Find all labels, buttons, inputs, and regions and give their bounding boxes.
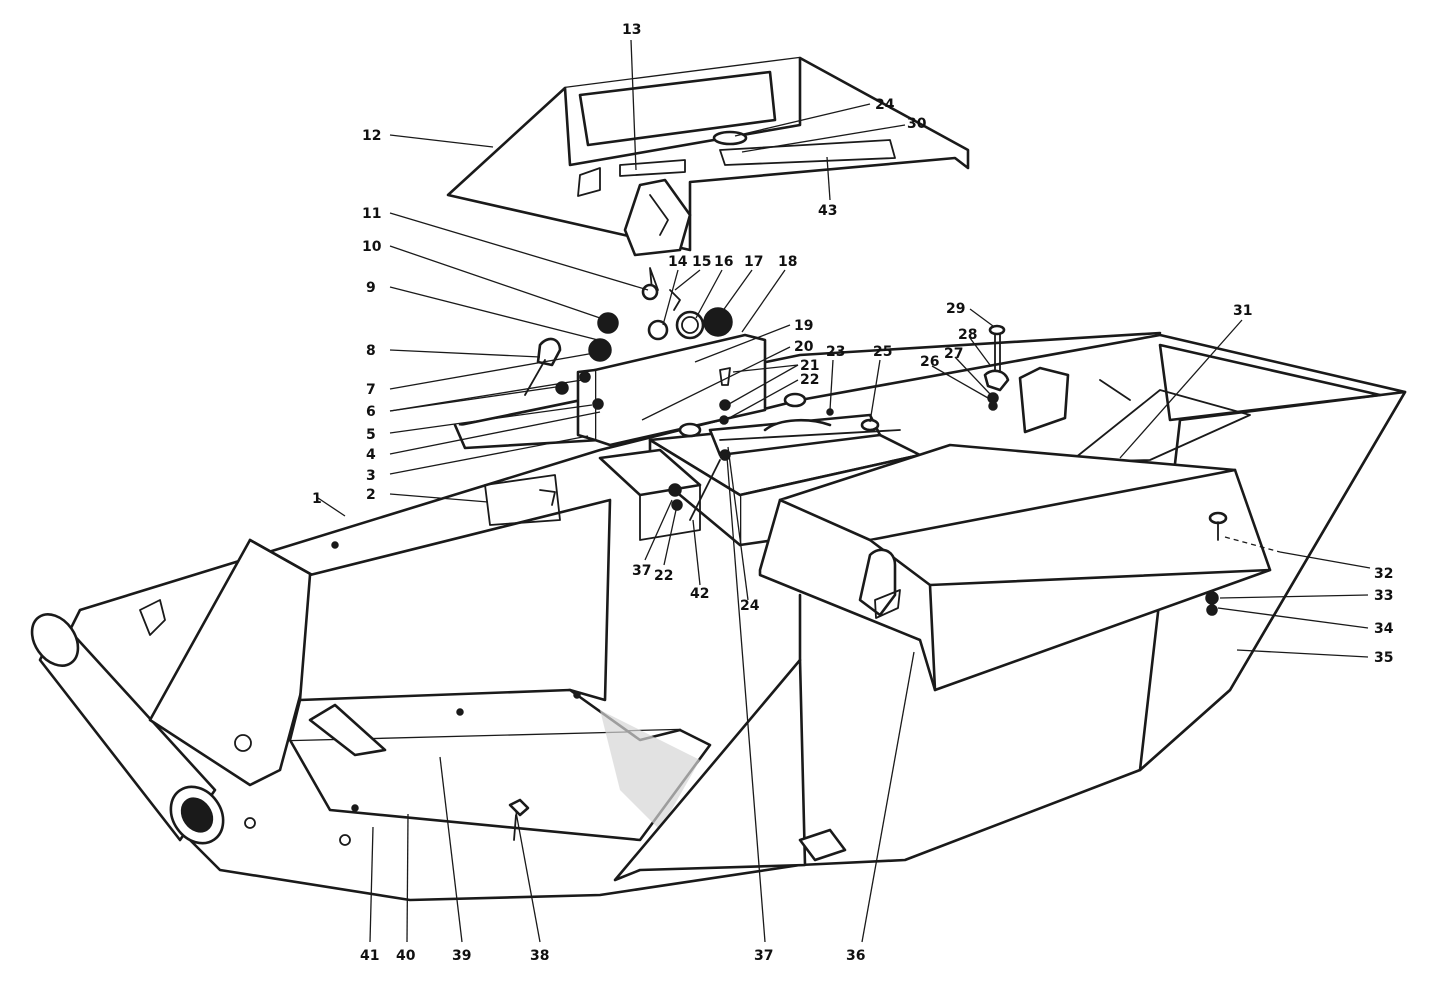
callout-34: 34 [1374,621,1394,637]
callout-32: 32 [1374,566,1393,582]
callout-16: 16 [714,254,733,270]
callout-42: 42 [690,586,709,602]
callout-5: 5 [366,427,376,443]
callout-18: 18 [778,254,797,270]
callout-26: 26 [920,354,939,370]
callout-labels: 1 2 3 4 5 6 7 8 9 10 11 12 13 14 15 16 1… [312,22,1394,964]
callout-13: 13 [622,22,641,38]
callout-19: 19 [794,318,813,334]
callout-30: 30 [907,116,927,132]
callout-35: 35 [1374,650,1393,666]
callout-12: 12 [362,128,381,144]
callout-6: 6 [366,404,376,420]
callout-40: 40 [396,948,416,964]
hinge-hardware [826,324,1010,416]
callout-20: 20 [794,339,814,355]
callout-37-upper: 37 [632,563,651,579]
callout-11: 11 [362,206,381,222]
callout-22-lower: 22 [654,568,673,584]
seat-box [758,443,1272,692]
callout-7: 7 [366,382,376,398]
callout-24-top: 24 [875,97,895,113]
leader-lines [317,39,1371,943]
callout-8: 8 [366,343,376,359]
callout-29: 29 [946,301,965,317]
callout-43: 43 [818,203,837,219]
callout-1: 1 [312,491,322,507]
callout-14: 14 [668,254,688,270]
callout-24-lower: 24 [740,598,760,614]
callout-38: 38 [530,948,549,964]
callout-21: 21 [800,358,819,374]
callout-27: 27 [944,346,963,362]
callout-36: 36 [846,948,865,964]
callout-25: 25 [873,344,892,360]
callout-22: 22 [800,372,819,388]
callout-3: 3 [366,468,376,484]
foot-well [139,474,847,882]
callout-2: 2 [366,487,376,503]
callout-4: 4 [366,447,376,463]
callout-23: 23 [826,344,845,360]
callout-9: 9 [366,280,376,296]
callout-39: 39 [452,948,471,964]
callout-37-bottom: 37 [754,948,773,964]
callout-15: 15 [692,254,711,270]
callout-17: 17 [744,254,763,270]
callout-41: 41 [360,948,379,964]
callout-10: 10 [362,239,382,255]
callout-33: 33 [1374,588,1393,604]
front-bumper-tube [30,613,225,845]
dash-panel-cover [446,56,970,257]
control-console [524,267,767,447]
callout-28: 28 [958,327,977,343]
callout-31: 31 [1233,303,1252,319]
